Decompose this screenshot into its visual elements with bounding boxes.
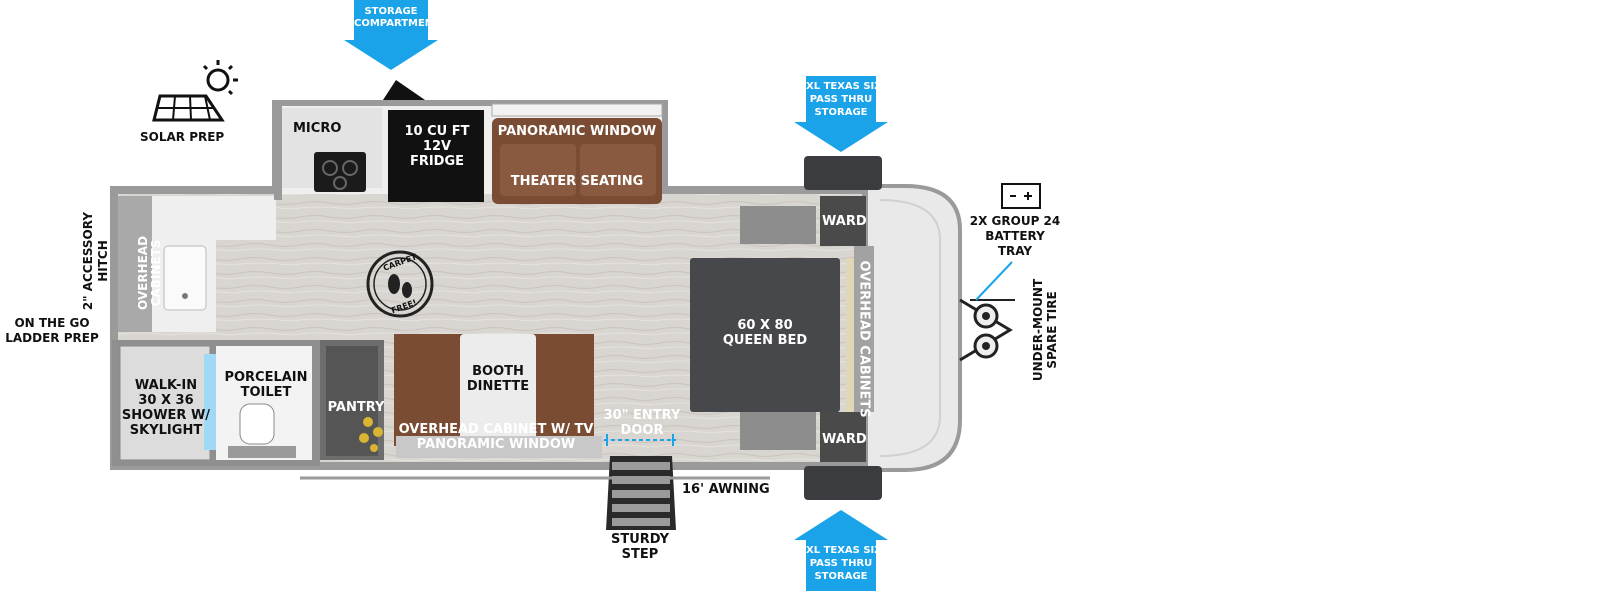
fridge-line-1: 10 CU FT — [404, 124, 470, 139]
storage-compartment-label: STORAGE COMPARTMENT — [354, 6, 440, 30]
xl-storage-arrow-bottom — [794, 510, 888, 591]
ward-top — [820, 196, 866, 246]
spare-line-2: SPARE TIRE — [1045, 291, 1059, 369]
overhead-tv-line-1: OVERHEAD CABINET W/ TV — [398, 422, 594, 437]
solar-panel-icon — [152, 60, 238, 122]
shower-line-4: SKYLIGHT — [129, 423, 203, 438]
ladder-prep-label: ON THE GO LADDER PREP — [0, 316, 104, 346]
carpet-free-badge-icon — [366, 250, 434, 318]
queen-bed-label: 60 X 80 QUEEN BED — [690, 318, 840, 348]
xl-top-line-2: PASS THRU — [809, 94, 873, 105]
shower-line-3: SHOWER W/ — [121, 408, 211, 423]
ladder-line-1: ON THE GO — [14, 316, 90, 330]
accessory-hitch-label: 2" ACCESSORY HITCH — [81, 201, 111, 321]
pass-thru-storage-top — [804, 156, 882, 190]
front-cap — [864, 184, 962, 472]
hitch-line-1: 2" ACCESSORY — [81, 211, 95, 311]
theater-seating-label: THEATER SEATING — [510, 174, 644, 189]
storage-line-2: COMPARTMENT — [354, 18, 440, 29]
front-overhead-cabinets-label: OVERHEAD CABINETS — [856, 260, 872, 418]
ward-top-label: WARD — [822, 214, 867, 229]
toilet-label: PORCELAIN TOILET — [220, 370, 312, 400]
entry-line-1: 30" ENTRY — [603, 408, 681, 423]
toilet-line-2: TOILET — [240, 385, 292, 400]
toilet-icon — [239, 403, 275, 445]
ward-bottom — [820, 412, 866, 462]
battery-line-2: BATTERY — [985, 229, 1045, 243]
front-overhead-cabinets — [854, 246, 874, 412]
shower-line-2: 30 X 36 — [138, 393, 194, 408]
spare-tire-icon — [970, 299, 1015, 359]
dinette-line-2: DINETTE — [466, 379, 530, 394]
step-line-1: STURDY — [610, 532, 670, 547]
xl-storage-top-label: XL TEXAS SIZE PASS THRU STORAGE — [806, 80, 889, 119]
pass-thru-storage-bottom — [804, 466, 882, 500]
battery-line-3: TRAY — [997, 244, 1033, 258]
xl-top-line-1: XL TEXAS SIZE — [806, 81, 889, 92]
shower-label: WALK-IN 30 X 36 SHOWER W/ SKYLIGHT — [120, 378, 212, 438]
xl-storage-arrow-top — [794, 76, 888, 152]
hitch-line-2: HITCH — [96, 240, 110, 282]
ward-bottom-label: WARD — [822, 432, 867, 447]
step-line-2: STEP — [621, 547, 659, 562]
spare-tire-label: UNDER-MOUNT SPARE TIRE — [1031, 275, 1059, 385]
pantry-label: PANTRY — [327, 400, 385, 415]
bed-line-2: QUEEN BED — [722, 333, 808, 348]
battery-leader — [975, 261, 1013, 301]
xl-bottom-line-3: STORAGE — [814, 571, 868, 582]
fridge-line-2: 12V — [422, 139, 452, 154]
ladder-line-2: LADDER PREP — [5, 331, 99, 345]
bed-line-1: 60 X 80 — [737, 318, 793, 333]
entry-door-label: 30" ENTRY DOOR — [600, 408, 684, 438]
awning-label: 16' AWNING — [682, 482, 770, 497]
rear-cabinets-text: OVERHEAD CABINETS — [136, 235, 163, 311]
entry-line-2: DOOR — [620, 423, 664, 438]
overhead-tv-line-2: PANORAMIC WINDOW — [416, 437, 576, 452]
overhead-tv-label: OVERHEAD CABINET W/ TV PANORAMIC WINDOW — [396, 422, 596, 452]
toilet-line-1: PORCELAIN — [224, 370, 308, 385]
stove — [314, 152, 366, 192]
fridge-line-3: FRIDGE — [409, 154, 465, 169]
storage-compartment-arrow — [344, 0, 438, 70]
sink-icon — [163, 245, 207, 311]
battery-line-1: 2X GROUP 24 — [969, 214, 1061, 228]
shower — [119, 345, 211, 461]
solar-prep-label: SOLAR PREP — [140, 130, 225, 144]
battery-tray-label: 2X GROUP 24 BATTERY TRAY — [960, 214, 1070, 259]
xl-bottom-line-1: XL TEXAS SIZE — [806, 545, 889, 556]
stairs-icon — [606, 456, 676, 530]
sturdy-step-label: STURDY STEP — [600, 532, 680, 562]
fridge — [388, 110, 484, 202]
dinette-line-1: BOOTH — [472, 364, 524, 379]
rear-overhead-cabinets — [118, 196, 152, 332]
battery-icon — [1001, 183, 1041, 209]
spare-line-1: UNDER-MOUNT — [1031, 278, 1045, 382]
panoramic-window-label: PANORAMIC WINDOW — [497, 124, 657, 139]
xl-storage-bottom-label: XL TEXAS SIZE PASS THRU STORAGE — [806, 544, 889, 583]
queen-bed — [690, 258, 840, 412]
rear-overhead-cabinets-label: OVERHEAD CABINETS — [136, 227, 163, 319]
storage-line-1: STORAGE — [364, 6, 418, 17]
micro-label: MICRO — [293, 121, 342, 136]
xl-top-line-3: STORAGE — [814, 107, 868, 118]
shower-line-1: WALK-IN — [134, 378, 198, 393]
dinette-label: BOOTH DINETTE — [460, 364, 536, 394]
xl-bottom-line-2: PASS THRU — [809, 558, 873, 569]
fridge-label: 10 CU FT 12V FRIDGE — [392, 124, 482, 169]
